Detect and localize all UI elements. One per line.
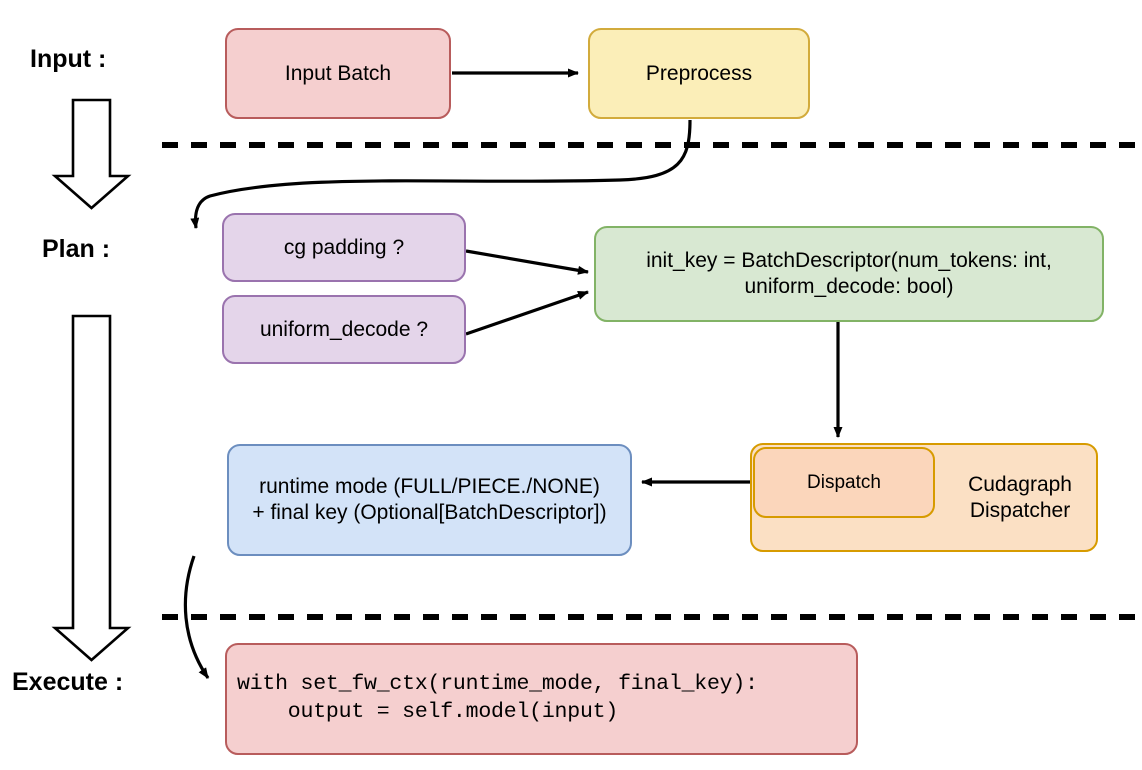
node-input-batch[interactable]: Input Batch	[225, 28, 451, 119]
node-uniform-decode[interactable]: uniform_decode ?	[222, 295, 466, 364]
node-dispatch[interactable]: Dispatch	[753, 447, 935, 518]
node-cg-padding[interactable]: cg padding ?	[222, 213, 466, 282]
node-init-key-text: init_key = BatchDescriptor(num_tokens: i…	[646, 248, 1052, 299]
stage-label-plan: Plan :	[42, 235, 111, 263]
node-dispatch-label: Dispatch	[807, 471, 881, 493]
node-init-key[interactable]: init_key = BatchDescriptor(num_tokens: i…	[594, 226, 1104, 322]
node-execute-code-line1: with set_fw_ctx(runtime_mode, final_key)…	[237, 672, 758, 697]
node-runtime-mode[interactable]: runtime mode (FULL/PIECE./NONE) + final …	[227, 444, 632, 556]
node-preprocess[interactable]: Preprocess	[588, 28, 810, 119]
node-runtime-mode-text: runtime mode (FULL/PIECE./NONE) + final …	[252, 474, 606, 525]
input-to-plan-arrow	[51, 98, 132, 210]
edge-preprocess-to-cg-padding	[190, 119, 692, 229]
node-cg-padding-label: cg padding ?	[283, 235, 405, 259]
node-cudagraph-dispatcher-line2: Dispatcher	[969, 498, 1071, 522]
edge-uniform-decode-to-init-key	[465, 290, 589, 336]
edge-cg-padding-to-init-key	[465, 249, 589, 275]
plan-to-execute-arrow	[51, 314, 132, 662]
node-cudagraph-dispatcher-line1: Cudagraph	[968, 472, 1072, 496]
node-preprocess-label: Preprocess	[645, 61, 753, 85]
node-execute-code[interactable]: with set_fw_ctx(runtime_mode, final_key)…	[225, 643, 858, 755]
stage-label-input: Input :	[30, 45, 107, 73]
node-uniform-decode-label: uniform_decode ?	[259, 317, 429, 341]
node-cudagraph-dispatcher-text: Cudagraph Dispatcher	[968, 472, 1072, 523]
node-execute-code-text: with set_fw_ctx(runtime_mode, final_key)…	[235, 671, 758, 727]
edge-runtime-mode-to-execute-code	[183, 555, 210, 679]
node-runtime-mode-line1: runtime mode (FULL/PIECE./NONE)	[259, 475, 600, 499]
node-runtime-mode-line2: + final key (Optional[BatchDescriptor])	[252, 501, 607, 524]
node-execute-code-line2: output = self.model(input)	[237, 700, 619, 724]
node-input-batch-label: Input Batch	[284, 61, 392, 85]
node-init-key-line1: init_key = BatchDescriptor(num_tokens: i…	[646, 249, 1052, 273]
node-init-key-line2: uniform_decode: bool)	[744, 275, 954, 298]
stage-label-execute: Execute :	[12, 668, 124, 696]
